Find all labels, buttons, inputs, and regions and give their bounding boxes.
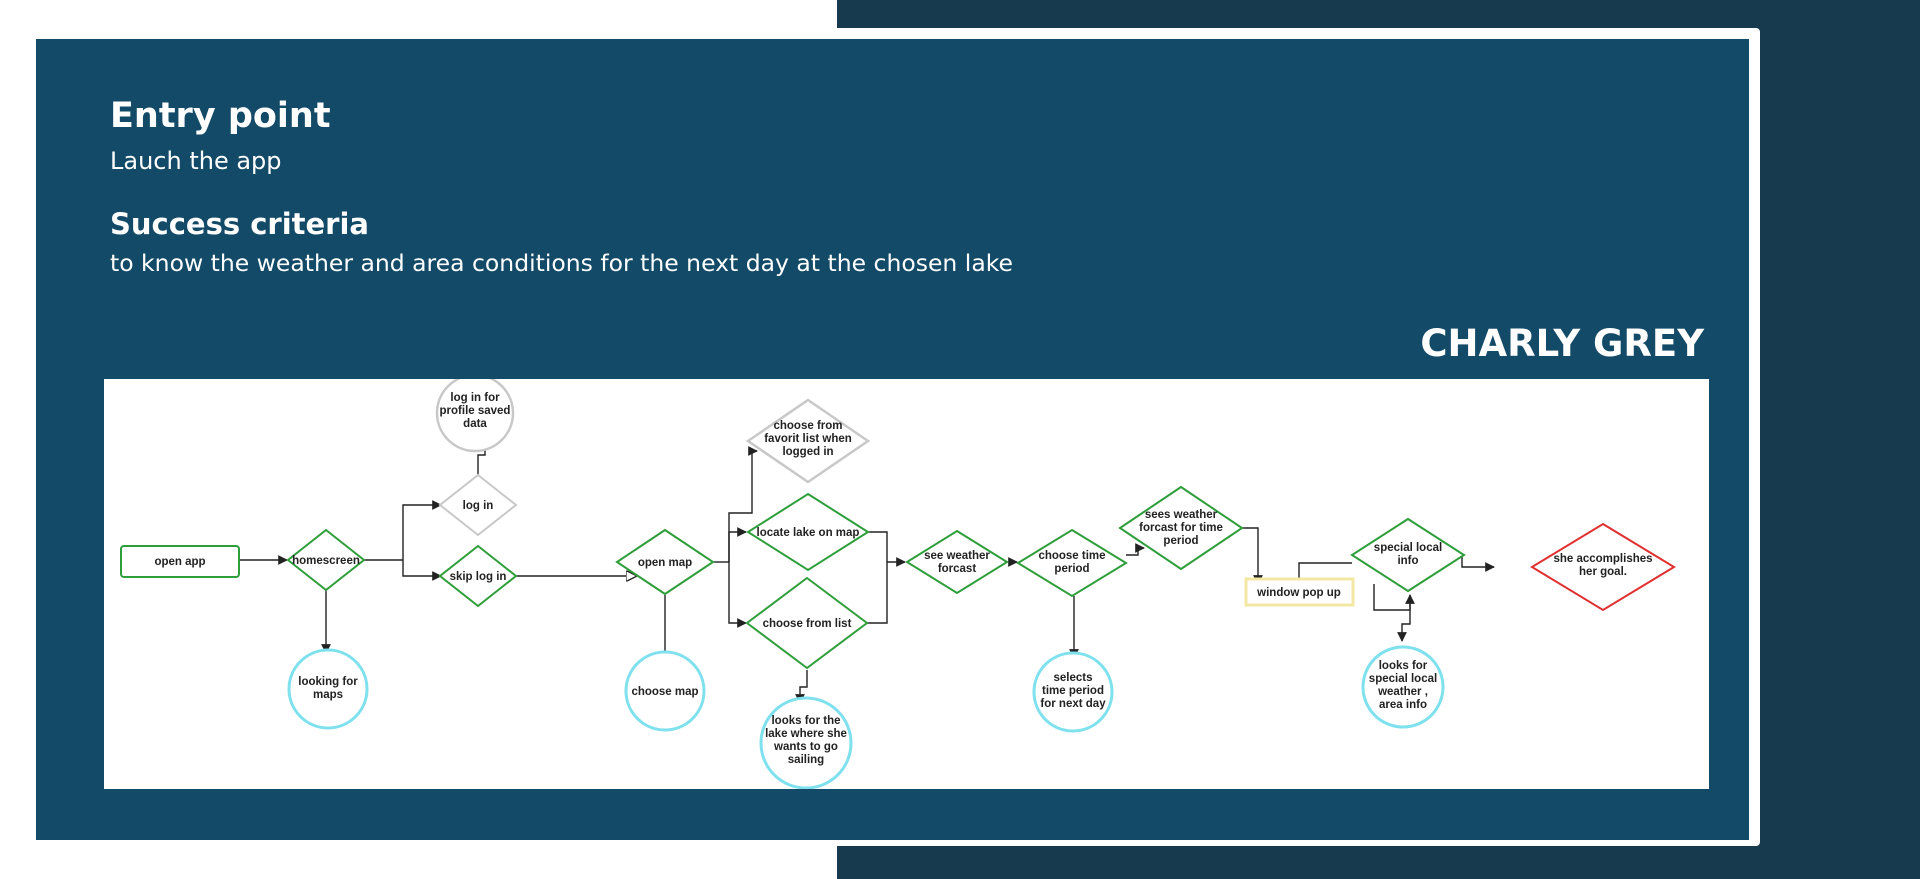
edge-popup-to-special-local <box>1298 562 1352 580</box>
svg-text:sees weather: sees weather <box>1145 509 1218 521</box>
svg-text:period: period <box>1054 563 1089 575</box>
edge-merge-to-see-weather <box>867 557 906 624</box>
node-accomplishes-goal: she accomplishes her goal. <box>1530 522 1676 612</box>
entry-point-heading: Entry point <box>110 96 331 136</box>
svg-text:locate lake on map: locate lake on map <box>757 527 860 539</box>
entry-point-text: Lauch the app <box>110 147 282 175</box>
node-open-map: open map <box>615 528 715 596</box>
node-choose-from-list: choose from list <box>745 576 869 670</box>
flow-svg: open app homescreen looking for maps log… <box>120 379 1676 789</box>
svg-text:window pop up: window pop up <box>1256 587 1341 599</box>
node-skip-log-in: skip log in <box>438 544 518 608</box>
svg-text:choose from: choose from <box>773 420 842 432</box>
node-looks-for-special: looks for special local weather , area i… <box>1361 645 1445 729</box>
persona-name: CHARLY GREY <box>1420 322 1704 365</box>
svg-text:favorit list when: favorit list when <box>764 433 852 445</box>
success-criteria-heading: Success criteria <box>110 207 369 241</box>
edge-to-favorit-list <box>728 446 758 562</box>
svg-text:choose from list: choose from list <box>763 618 852 630</box>
edge-choose-time-to-sees-weather <box>1126 543 1145 556</box>
svg-text:see weather: see weather <box>924 550 990 562</box>
svg-text:period: period <box>1163 535 1198 547</box>
svg-text:her goal.: her goal. <box>1579 566 1627 578</box>
node-sees-weather-forcast: sees weather forcast for time period <box>1118 485 1244 571</box>
edge-to-locate-lake <box>728 527 747 562</box>
svg-text:logged in: logged in <box>782 446 833 458</box>
node-locate-lake: locate lake on map <box>746 492 870 572</box>
svg-text:special local: special local <box>1369 673 1437 685</box>
svg-text:homescreen: homescreen <box>292 555 360 567</box>
svg-text:she accomplishes: she accomplishes <box>1553 553 1652 565</box>
svg-text:skip log in: skip log in <box>450 571 507 583</box>
edge-locate-lake-merge <box>867 531 888 562</box>
svg-text:maps: maps <box>313 689 343 701</box>
node-log-in: log in <box>438 473 518 537</box>
svg-text:choose time: choose time <box>1038 550 1105 562</box>
svg-text:info: info <box>1397 555 1418 567</box>
svg-text:area info: area info <box>1379 699 1427 711</box>
node-selects-time-period: selects time period for next day <box>1032 651 1114 733</box>
svg-text:sailing: sailing <box>788 754 824 766</box>
svg-text:open app: open app <box>154 556 205 568</box>
svg-text:forcast: forcast <box>938 563 977 575</box>
svg-text:for next day: for next day <box>1040 698 1106 710</box>
node-homescreen: homescreen <box>286 528 366 592</box>
svg-text:special local: special local <box>1374 542 1442 554</box>
svg-text:looks for: looks for <box>1379 660 1428 672</box>
edge-choose-list-to-looks-for-lake <box>795 670 808 704</box>
svg-text:log in for: log in for <box>450 392 500 404</box>
svg-text:open map: open map <box>638 557 692 569</box>
success-criteria-text: to know the weather and area conditions … <box>110 249 1013 277</box>
svg-text:forcast for time: forcast for time <box>1139 522 1223 534</box>
svg-text:looks for the: looks for the <box>771 715 840 727</box>
svg-text:time period: time period <box>1042 685 1104 697</box>
svg-text:profile saved: profile saved <box>440 405 511 417</box>
edge-to-log-in <box>402 500 442 560</box>
svg-text:lake where she: lake where she <box>765 728 847 740</box>
svg-text:data: data <box>463 418 487 430</box>
edge-sees-weather-to-popup <box>1241 527 1263 585</box>
flow-edges <box>239 435 1495 704</box>
flow-nodes: open app homescreen looking for maps log… <box>120 379 1676 789</box>
svg-text:wants to go: wants to go <box>773 741 838 753</box>
node-log-in-profile: log in for profile saved data <box>435 379 515 453</box>
node-looks-for-lake: looks for the lake where she wants to go… <box>759 696 853 789</box>
node-looking-for-maps: looking for maps <box>287 648 369 730</box>
node-special-local-info: special local info <box>1350 517 1466 593</box>
node-window-pop-up: window pop up <box>1244 577 1355 607</box>
edge-to-choose-from-list <box>728 562 747 628</box>
node-choose-map: choose map <box>624 650 706 732</box>
svg-text:looking for: looking for <box>298 676 358 688</box>
edge-to-skip-log-in <box>402 560 442 581</box>
svg-text:selects: selects <box>1053 672 1092 684</box>
svg-text:choose map: choose map <box>631 686 698 698</box>
edge-special-local-to-looks-for <box>1397 595 1411 642</box>
svg-text:weather ,: weather , <box>1377 686 1428 698</box>
svg-text:log in: log in <box>463 500 494 512</box>
node-choose-time-period: choose time period <box>1016 528 1128 598</box>
node-choose-from-favorit: choose from favorit list when logged in <box>745 398 871 484</box>
user-flow-diagram: open app homescreen looking for maps log… <box>104 379 1709 789</box>
node-see-weather-forcast: see weather forcast <box>905 529 1009 595</box>
node-open-app: open app <box>120 545 240 578</box>
